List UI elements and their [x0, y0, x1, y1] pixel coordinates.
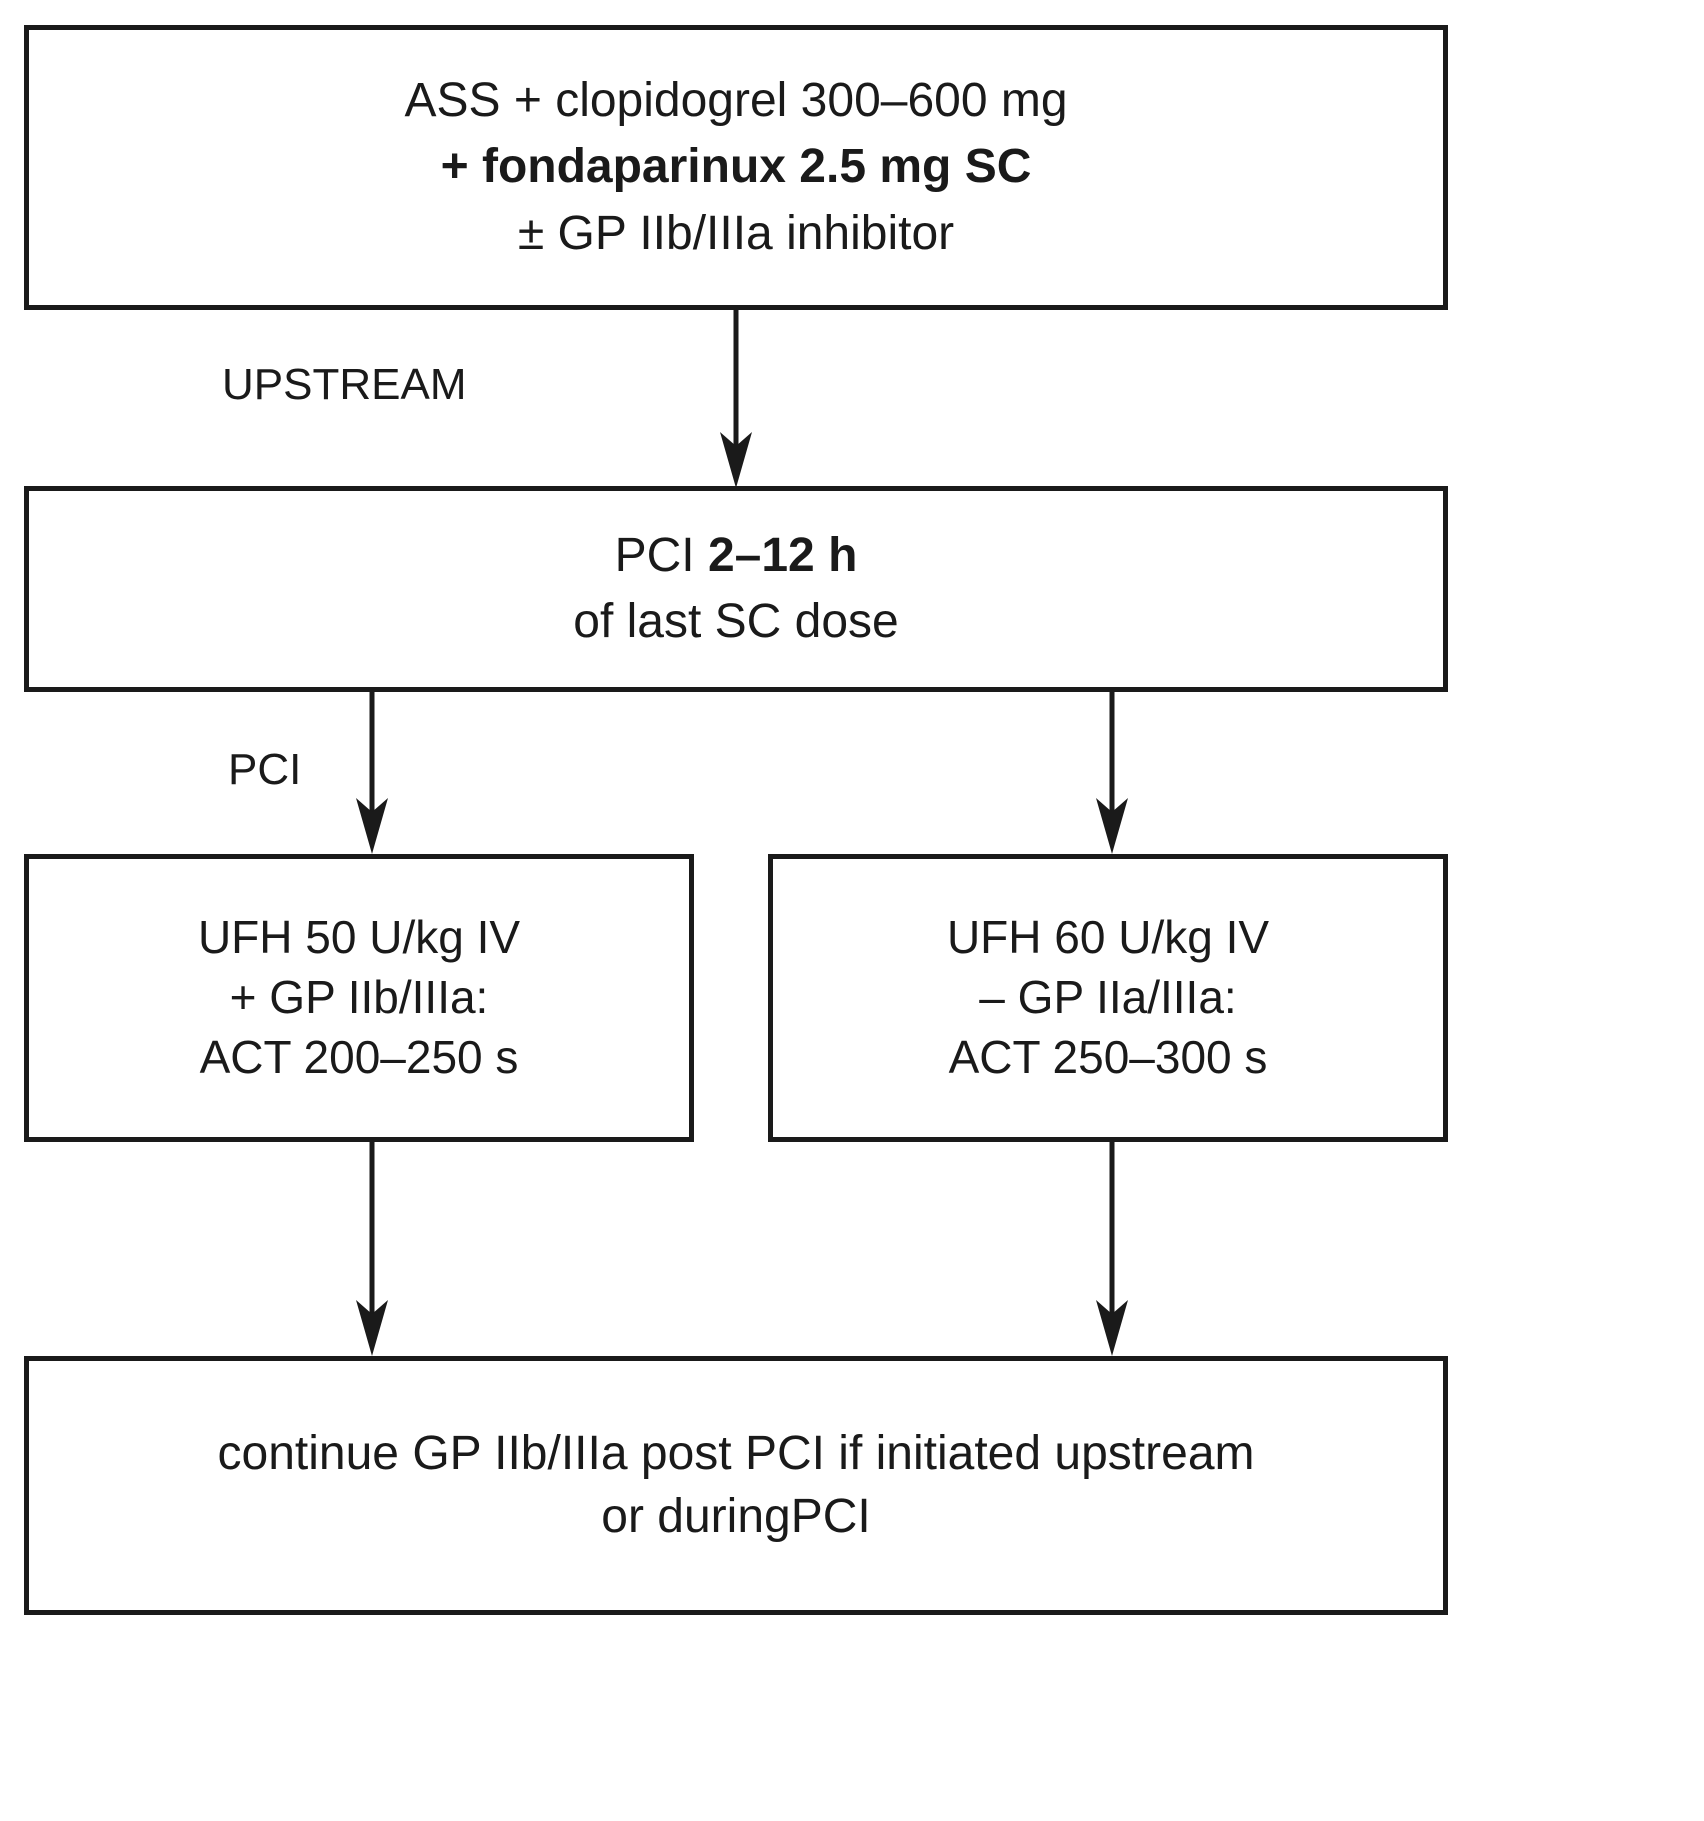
node-continue-gp: continue GP IIb/IIIa post PCI if initiat… [24, 1356, 1448, 1615]
node-upstream-therapy: ASS + clopidogrel 300–600 mg + fondapari… [24, 25, 1448, 310]
pci-timing-line-1-bold: 2–12 h [707, 528, 858, 582]
continue-gp-line-2: or duringPCI [601, 1489, 871, 1543]
node-ufh-with-gp: UFH 50 U/kg IV + GP IIb/IIIa: ACT 200–25… [24, 854, 694, 1142]
arrow-down-icon [1096, 1142, 1128, 1356]
node-pci-timing: PCI 2–12 h of last SC dose [24, 486, 1448, 692]
connector-ufh-without-gp-to-continue-gp [1088, 1142, 1136, 1358]
pci-timing-line-1-normal: PCI [614, 528, 708, 582]
continue-gp-line-1: continue GP IIb/IIIa post PCI if initiat… [217, 1427, 1255, 1481]
ufh-with-gp-line-2: + GP IIb/IIIa: [229, 971, 489, 1024]
arrow-down-icon [356, 1142, 388, 1356]
ufh-with-gp-line-1: UFH 50 U/kg IV [197, 911, 521, 964]
ufh-without-gp-line-3: ACT 250–300 s [948, 1030, 1268, 1083]
connector-pci-timing-to-ufh-with-gp [348, 692, 396, 856]
connector-pci-timing-to-ufh-without-gp [1088, 692, 1136, 856]
upstream-therapy-line-2: + fondaparinux 2.5 mg SC [440, 140, 1032, 194]
pci-timing-line-2: of last SC dose [573, 595, 899, 648]
arrow-down-icon [1096, 692, 1128, 854]
arrow-down-icon [356, 692, 388, 854]
ufh-without-gp-line-1: UFH 60 U/kg IV [946, 911, 1270, 964]
ufh-with-gp-line-3: ACT 200–250 s [199, 1030, 519, 1083]
connector-ufh-with-gp-to-continue-gp [348, 1142, 396, 1358]
ufh-without-gp-line-2: – GP IIa/IIIa: [979, 971, 1237, 1024]
edge-label-pci: PCI [228, 745, 302, 794]
connector-upstream-to-pci-timing [712, 310, 760, 490]
upstream-therapy-line-3: ± GP IIb/IIIa inhibitor [517, 206, 955, 260]
edge-label-upstream: UPSTREAM [222, 360, 467, 409]
node-ufh-without-gp: UFH 60 U/kg IV – GP IIa/IIIa: ACT 250–30… [768, 854, 1448, 1142]
arrow-down-icon [720, 310, 752, 488]
upstream-therapy-line-1: ASS + clopidogrel 300–600 mg [404, 73, 1068, 127]
pci-timing-line-1: PCI 2–12 h [615, 523, 858, 589]
